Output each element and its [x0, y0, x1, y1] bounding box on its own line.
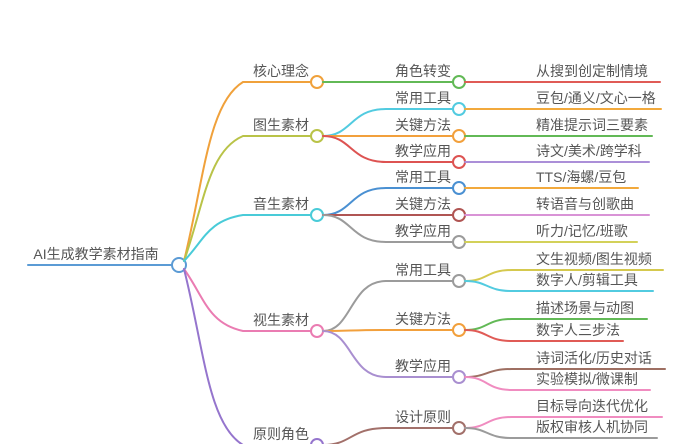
topic-line: [322, 427, 453, 444]
leaf-node[interactable]: 诗词活化/历史对话: [536, 350, 652, 366]
topic-node[interactable]: 角色转变: [395, 63, 451, 79]
topic-node[interactable]: 常用工具: [395, 262, 451, 278]
topic-line: [322, 187, 453, 216]
topic-node[interactable]: 关键方法: [395, 117, 451, 133]
leaf-line: [464, 280, 654, 292]
collapse-handle[interactable]: [452, 102, 466, 116]
branch-node[interactable]: 核心理念: [253, 63, 309, 79]
collapse-handle[interactable]: [452, 155, 466, 169]
topic-line: [322, 330, 453, 378]
topic-line: [322, 108, 453, 137]
collapse-handle[interactable]: [452, 421, 466, 435]
leaf-line: [464, 329, 624, 342]
topic-node[interactable]: 教学应用: [395, 223, 451, 239]
collapse-handle[interactable]: [452, 370, 466, 384]
branch-line: [183, 214, 311, 262]
leaf-node[interactable]: 诗文/美术/跨学科: [536, 143, 642, 159]
leaf-node[interactable]: 转语音与创歌曲: [536, 196, 634, 212]
topic-node[interactable]: 关键方法: [395, 196, 451, 212]
collapse-handle[interactable]: [310, 129, 324, 143]
leaf-node[interactable]: 实验模拟/微课制: [536, 371, 638, 387]
leaf-node[interactable]: 豆包/通义/文心一格: [536, 90, 656, 106]
collapse-handle[interactable]: [452, 129, 466, 143]
leaf-node[interactable]: 文生视频/图生视频: [536, 251, 652, 267]
leaf-node[interactable]: 数字人三步法: [536, 322, 620, 338]
topic-line: [322, 214, 453, 243]
collapse-handle[interactable]: [452, 235, 466, 249]
collapse-handle[interactable]: [452, 208, 466, 222]
leaf-node[interactable]: 目标导向迭代优化: [536, 398, 648, 414]
leaf-node[interactable]: 精准提示词三要素: [536, 117, 648, 133]
topic-node[interactable]: 关键方法: [395, 311, 451, 327]
leaf-node[interactable]: 数字人/剪辑工具: [536, 272, 638, 288]
collapse-handle[interactable]: [452, 274, 466, 288]
branch-line: [183, 268, 310, 444]
topic-node[interactable]: 教学应用: [395, 358, 451, 374]
topic-line: [322, 329, 453, 332]
leaf-node[interactable]: 描述场景与动图: [536, 300, 634, 316]
topic-node[interactable]: 常用工具: [395, 169, 451, 185]
leaf-line: [464, 376, 651, 391]
branch-node[interactable]: 视生素材: [253, 312, 309, 328]
branch-node[interactable]: 原则角色: [253, 426, 309, 442]
branch-node[interactable]: 图生素材: [253, 117, 309, 133]
topic-node[interactable]: 设计原则: [395, 409, 451, 425]
leaf-node[interactable]: 听力/记忆/班歌: [536, 223, 628, 239]
collapse-handle[interactable]: [310, 208, 324, 222]
leaf-line: [464, 427, 658, 439]
leaf-node[interactable]: TTS/海螺/豆包: [536, 169, 627, 185]
topic-node[interactable]: 教学应用: [395, 143, 451, 159]
leaf-node[interactable]: 从搜到创定制情境: [536, 63, 648, 79]
collapse-handle[interactable]: [452, 75, 466, 89]
branch-line: [183, 81, 311, 262]
collapse-handle[interactable]: [171, 257, 187, 273]
topic-node[interactable]: 常用工具: [395, 90, 451, 106]
collapse-handle[interactable]: [310, 324, 324, 338]
branch-line: [183, 135, 311, 262]
branch-node[interactable]: 音生素材: [253, 196, 309, 212]
collapse-handle[interactable]: [452, 181, 466, 195]
branch-line: [183, 268, 311, 332]
leaf-node[interactable]: 版权审核人机协同: [536, 419, 648, 435]
root-node[interactable]: AI生成教学素材指南: [33, 246, 159, 262]
collapse-handle[interactable]: [310, 75, 324, 89]
topic-line: [322, 280, 453, 332]
topic-line: [322, 135, 453, 163]
collapse-handle[interactable]: [310, 438, 324, 444]
collapse-handle[interactable]: [452, 323, 466, 337]
